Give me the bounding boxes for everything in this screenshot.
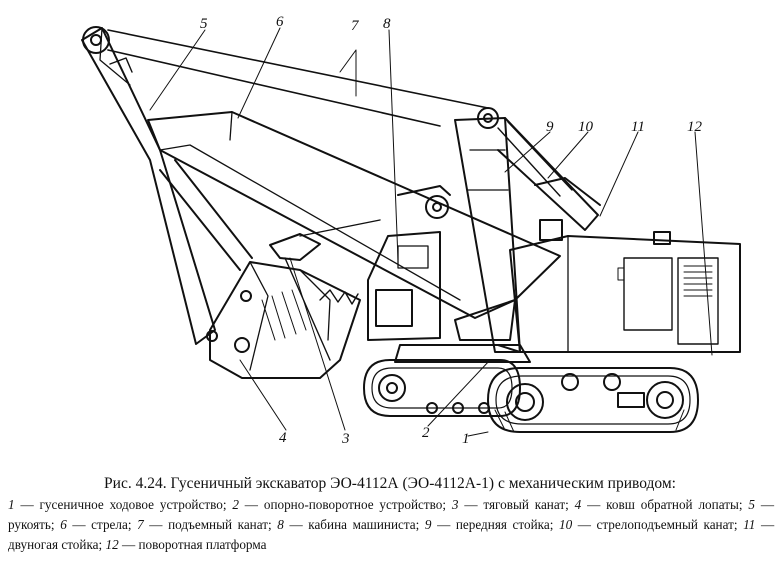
legend-item: 7 — подъемный канат; (137, 517, 272, 532)
hoist-rope (107, 29, 489, 127)
callout-leaders (149, 27, 713, 437)
slewing-ring (394, 344, 531, 363)
excavator-drawing: 1 2 3 4 5 6 7 8 9 10 11 12 (81, 14, 741, 447)
boom-hoist-rope (497, 121, 573, 197)
figure-caption: Рис. 4.24. Гусеничный экскаватор ЭО-4112… (104, 475, 676, 492)
figure-legend: 1 — гусеничное ходовое устройство; 2 — о… (8, 495, 774, 555)
callout-2: 2 (422, 425, 430, 441)
legend-item: 10 — стрелоподъемный канат; (558, 517, 738, 532)
boom (147, 111, 561, 341)
legend-item: 12 — поворотная платформа (105, 537, 267, 552)
callout-12: 12 (687, 119, 703, 135)
crawler-track-rear (363, 359, 521, 417)
callout-8: 8 (383, 16, 391, 32)
callout-4: 4 (279, 430, 287, 446)
legend-item: 3 — тяговый канат; (451, 497, 569, 512)
callout-9: 9 (546, 119, 554, 135)
callout-6: 6 (276, 14, 284, 30)
legend-item: 1 — гусеничное ходовое устройство; (8, 497, 227, 512)
stick-handle (81, 26, 253, 345)
callout-1: 1 (462, 431, 470, 447)
legend-item: 6 — стрела; (60, 517, 132, 532)
operator-cab (367, 231, 441, 341)
callout-7: 7 (351, 18, 360, 34)
legend-item: 11 — двуногая стойка; (8, 517, 775, 552)
backhoe-bucket (206, 261, 361, 379)
callout-11: 11 (631, 119, 645, 135)
a-frame (454, 107, 601, 353)
callout-3: 3 (341, 431, 350, 447)
callout-5: 5 (200, 16, 208, 32)
callout-10: 10 (578, 119, 594, 135)
legend-item: 9 — передняя стойка; (424, 517, 554, 532)
legend-item: 8 — кабина машиниста; (277, 517, 420, 532)
legend-item: 5 — рукоять; (8, 497, 774, 532)
drag-rope (269, 219, 381, 361)
legend-item: 2 — опорно-поворотное устройство; (232, 497, 447, 512)
legend-item: 4 — ковш обратной лопаты; (574, 497, 743, 512)
